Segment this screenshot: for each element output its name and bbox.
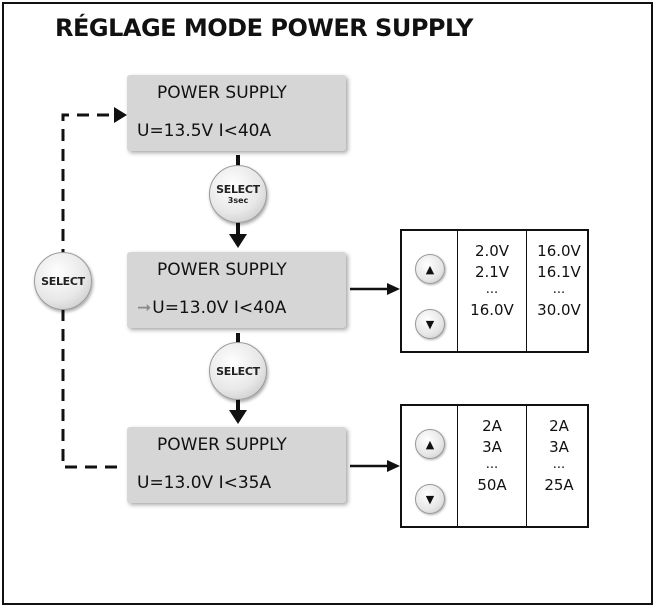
value-cell: 16.0V [470,301,514,319]
lcd-line-1: POWER SUPPLY [157,83,287,103]
select-loop-button[interactable]: SELECT [34,252,92,310]
voltage-column-2: 16.0V 16.1V ... 30.0V [526,241,592,321]
arrow-right-icon: ➞ [137,298,152,318]
lcd-screen-2: POWER SUPPLY ➞U=13.0V I<40A [127,252,346,328]
value-cell: 30.0V [537,301,581,319]
page-title: RÉGLAGE MODE POWER SUPPLY [55,14,473,42]
lcd-screen-1: POWER SUPPLY U=13.5V I<40A [127,75,346,151]
value-cell: 2A [482,417,502,435]
down-arrowhead-1 [229,234,247,248]
current-column-2: 2A 3A ... 25A [526,416,592,496]
voltage-range-table: ▲ ▼ 2.0V 2.1V ... 16.0V 16.0V 16.1V ... … [400,229,589,353]
value-cell: 25A [544,476,574,494]
column-divider [526,406,527,526]
lcd-line-1: POWER SUPPLY [157,435,287,455]
select-button[interactable]: SELECT [209,342,267,400]
value-cell: 2A [549,417,569,435]
ellipsis-cell: ... [485,282,499,297]
ellipsis-cell: ... [552,457,566,472]
value-cell: 2.1V [474,263,510,281]
value-cell: 3A [482,438,502,456]
current-column-1: 2A 3A ... 50A [459,416,525,496]
value-cell: 16.1V [537,263,581,281]
select-label: SELECT [216,183,260,196]
down-arrow-icon[interactable]: ▼ [415,309,445,339]
value-cell: 16.0V [537,242,581,260]
select-label: SELECT [216,364,260,378]
column-divider [457,406,458,526]
value-cell: 2.0V [474,242,510,260]
ellipsis-cell: ... [552,282,566,297]
lcd-line-1: POWER SUPPLY [157,260,287,280]
current-range-table: ▲ ▼ 2A 3A ... 50A 2A 3A ... 25A [400,404,589,528]
lcd-value-text: U=13.0V I<40A [152,298,287,318]
value-cell: 50A [477,476,507,494]
ellipsis-cell: ... [485,457,499,472]
voltage-column-1: 2.0V 2.1V ... 16.0V [459,241,525,321]
lcd-line-2: U=13.0V I<35A [137,473,272,493]
up-arrow-icon[interactable]: ▲ [415,254,445,284]
value-cell: 3A [549,438,569,456]
select-3sec-button[interactable]: SELECT 3sec [209,165,267,223]
down-arrow-icon[interactable]: ▼ [415,484,445,514]
lcd-line-2: ➞U=13.0V I<40A [137,298,286,318]
lcd-line-2: U=13.5V I<40A [137,121,272,141]
column-divider [457,231,458,351]
duration-label: 3sec [227,196,249,205]
select-label: SELECT [41,274,85,288]
column-divider [526,231,527,351]
up-arrow-icon[interactable]: ▲ [415,429,445,459]
lcd-screen-3: POWER SUPPLY U=13.0V I<35A [127,427,346,503]
down-arrowhead-2 [229,410,247,424]
dashed-loop-arrowhead [114,107,127,123]
